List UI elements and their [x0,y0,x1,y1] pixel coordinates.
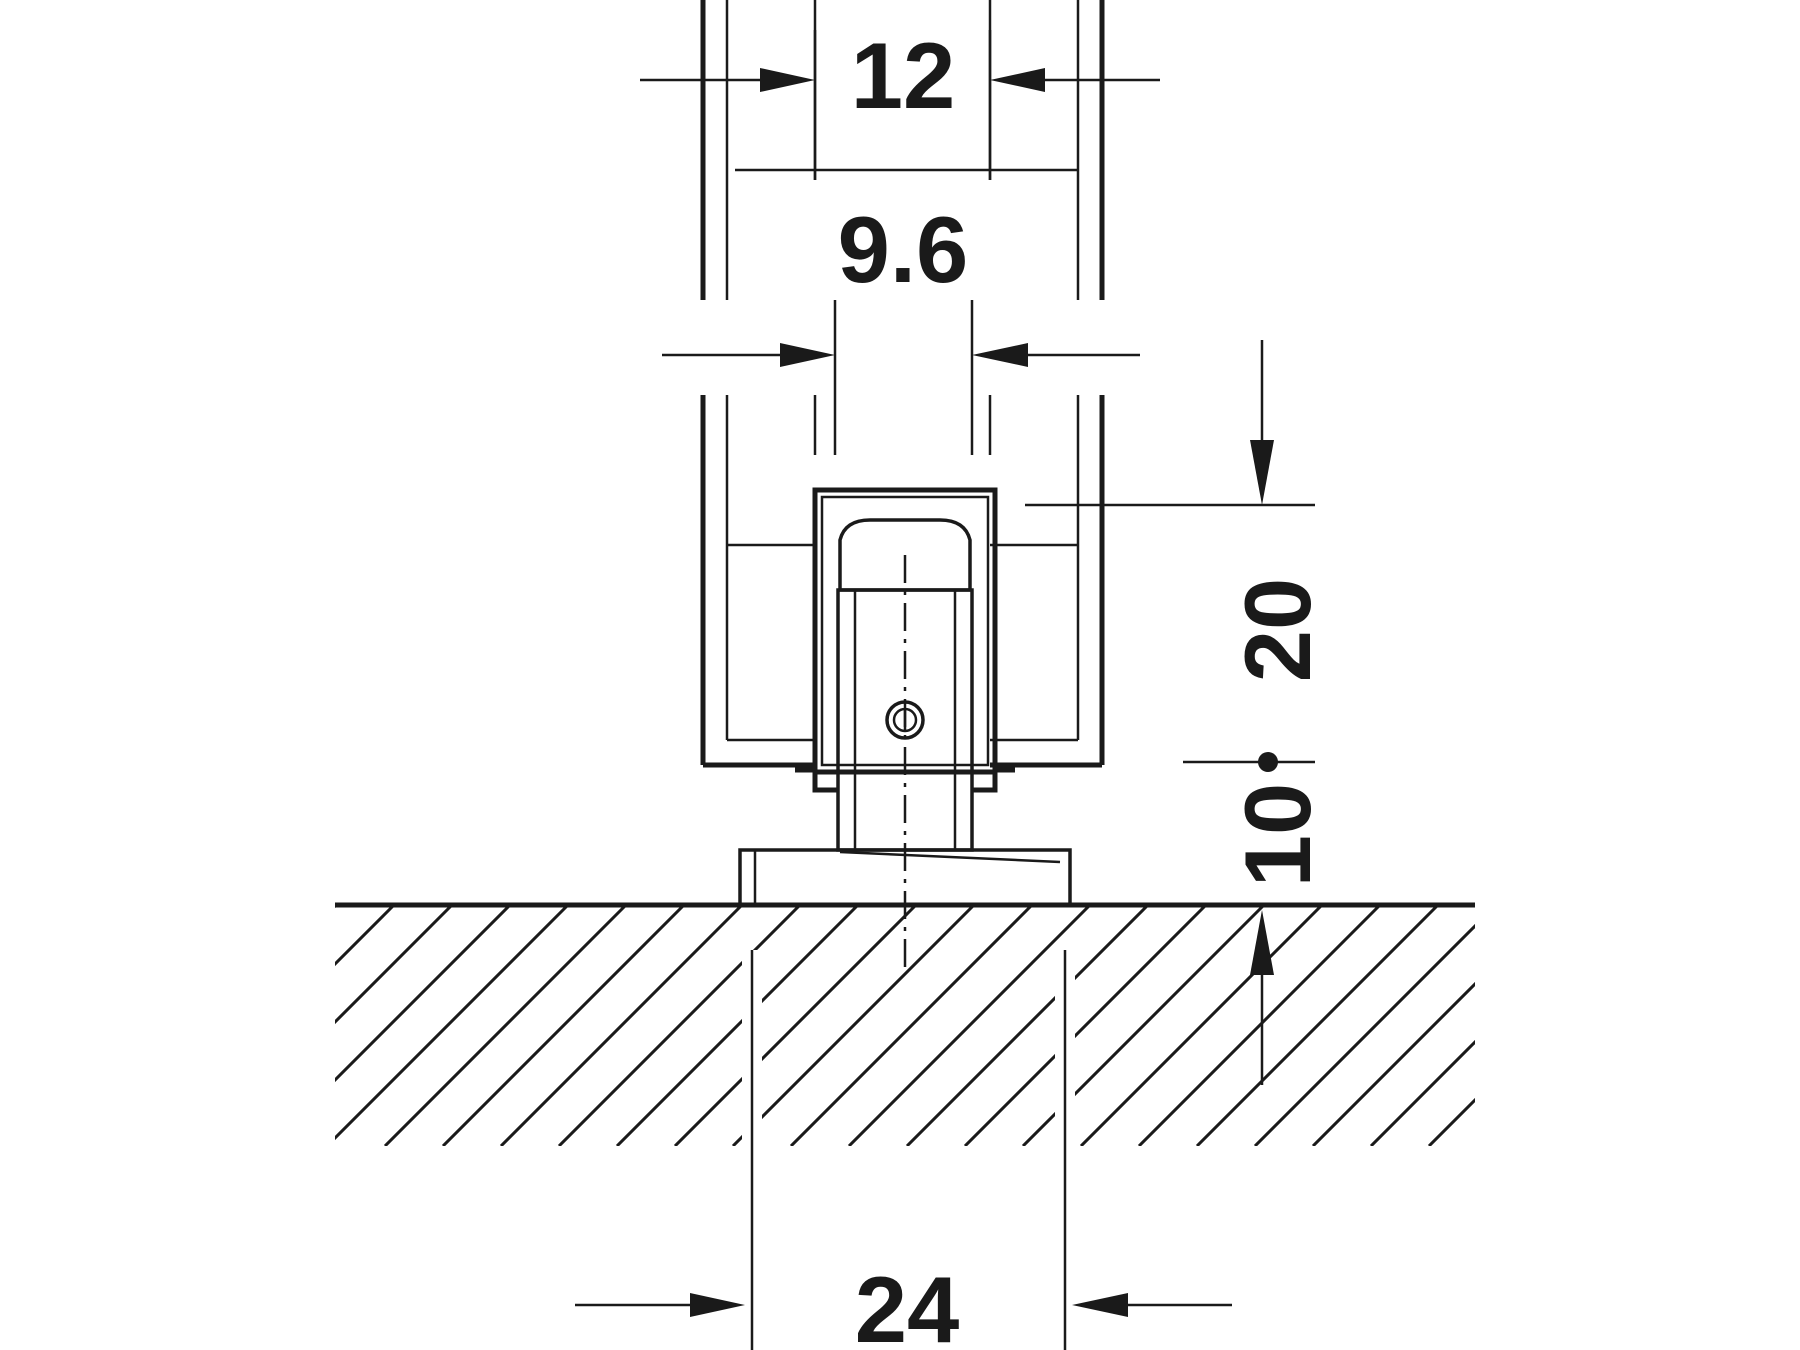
hatch-line [847,906,1091,1146]
hatch-line [557,906,801,1146]
hatch-line [1311,981,1475,1146]
hatch-line [673,906,917,1146]
dimension-top-outer: 12 [640,23,1160,180]
hatch-line [335,906,453,1025]
hatch-line [383,906,627,1146]
hatch-line [905,906,1149,1146]
hatch-line [963,906,1207,1146]
hatch-line [335,906,511,1083]
hatch-line [335,906,337,909]
hatch-line [1487,906,1727,1146]
hatch-line [441,906,685,1146]
dimension-inner-channel: 9.6 [662,168,1140,455]
hatch-line [615,906,859,1146]
dim-label-10: 10 [1225,783,1330,888]
dim-label-12: 12 [851,23,956,128]
hatch-line [1137,906,1381,1146]
hatch-line [1253,923,1475,1146]
hatch-line [1195,906,1439,1146]
hatch-line [335,906,395,967]
dimension-height: 20 10 [1025,340,1330,1085]
hatch-line [1427,1097,1475,1146]
floor-section [335,902,1727,1150]
dim-label-20: 20 [1225,578,1330,683]
track-profile [700,0,1105,768]
hatch-line [789,906,1033,1146]
dim-label-9-6: 9.6 [838,197,969,302]
dim-label-24: 24 [855,1257,960,1350]
hatch-line [499,906,743,1146]
hatch-line [731,906,975,1146]
hatch-line [1369,1039,1475,1146]
hatch-line [335,906,569,1141]
hatch-line [1079,906,1323,1146]
dimension-base-width: 24 [575,950,1232,1350]
